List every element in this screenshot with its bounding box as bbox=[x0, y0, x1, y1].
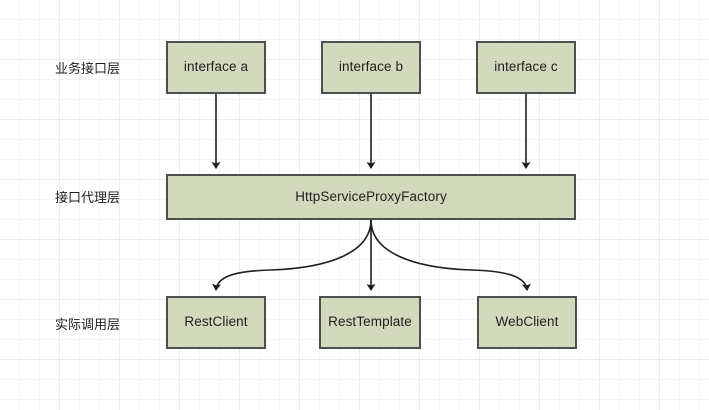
node-interface-c[interactable]: interface c bbox=[476, 41, 576, 94]
layer-label-business-interface: 业务接口层 bbox=[55, 61, 121, 77]
edge-factory-to-rest-client bbox=[212, 219, 372, 291]
node-interface-b[interactable]: interface b bbox=[321, 41, 421, 94]
node-interface-a[interactable]: interface a bbox=[166, 41, 266, 94]
node-rest-template[interactable]: RestTemplate bbox=[319, 296, 421, 349]
node-rest-client[interactable]: RestClient bbox=[166, 296, 266, 349]
layer-label-interface-proxy: 接口代理层 bbox=[55, 190, 121, 206]
node-web-client[interactable]: WebClient bbox=[477, 296, 577, 349]
layer-label-actual-invocation: 实际调用层 bbox=[55, 317, 121, 333]
node-http-service-proxy-factory[interactable]: HttpServiceProxyFactory bbox=[166, 174, 576, 220]
edge-factory-to-web-client bbox=[370, 219, 531, 291]
